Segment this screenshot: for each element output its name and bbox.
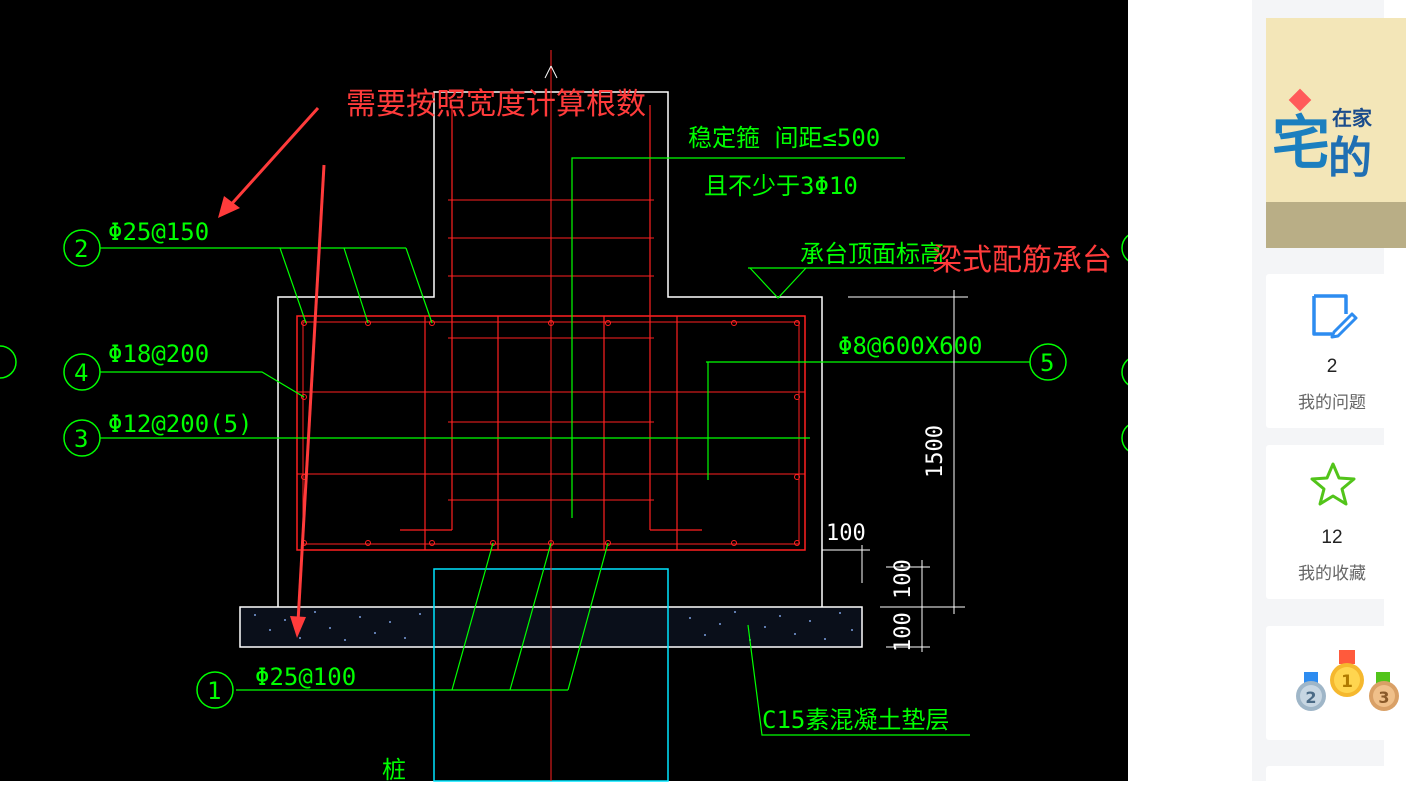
right-sidebar: 宅 在家 的 2 我的问题 12 我的收藏 2 1 [1252, 0, 1406, 796]
rebar-3-label: Φ12@200(5) [108, 410, 253, 438]
pile-label: 桩 [382, 756, 406, 784]
medal-2-label: 2 [1305, 688, 1316, 707]
banner-text-2: 在家 [1332, 106, 1372, 130]
banner-strip [1266, 202, 1406, 248]
cushion-texture [254, 611, 853, 641]
top-elevation-label: 承台顶面标高 [800, 240, 944, 268]
my-questions-card[interactable]: 2 我的问题 [1266, 274, 1406, 428]
next-card[interactable] [1266, 766, 1406, 796]
cushion-note: C15素混凝土垫层 [762, 706, 949, 734]
page-gutter [1128, 0, 1252, 781]
star-icon [1310, 462, 1356, 506]
annotation-right: 梁式配筋承台 [932, 243, 1112, 278]
circle-5-label: 5 [1040, 349, 1054, 377]
rebar-2-label: Φ25@150 [108, 218, 209, 246]
dimension-lines [822, 290, 968, 652]
my-questions-label: 我的问题 [1298, 393, 1366, 412]
my-favorites-label: 我的收藏 [1298, 564, 1366, 583]
my-favorites-count: 12 [1321, 527, 1343, 548]
medals-card[interactable]: 2 1 3 [1266, 626, 1406, 740]
my-favorites-card[interactable]: 12 我的收藏 [1266, 445, 1406, 599]
circle-3-label: 3 [74, 425, 88, 453]
annotation-top: 需要按照宽度计算根数 [346, 87, 646, 122]
medal-3-label: 3 [1378, 688, 1389, 707]
circle-4-label: 4 [74, 359, 88, 387]
edit-note-icon [1312, 294, 1358, 339]
rebar-5-label: Φ8@600X600 [838, 332, 983, 360]
column-rebars [400, 105, 702, 550]
circle-2-label: 2 [74, 235, 88, 263]
dim-1500-label: 1500 [923, 425, 948, 478]
dim-100-label: 100 [826, 521, 866, 546]
circle-1-label: 1 [207, 677, 221, 705]
my-questions-count: 2 [1326, 356, 1338, 377]
reference-circles [63, 229, 1067, 709]
medal-ranking-icon: 2 1 3 [1296, 650, 1399, 711]
leader-lines [100, 157, 1030, 736]
cad-drawing-viewport: 2 4 3 1 5 Φ25@150 Φ18@200 Φ12@200(5) Φ25… [0, 0, 1155, 784]
promo-banner[interactable]: 宅 在家 的 [1266, 18, 1406, 248]
banner-char-1: 宅 [1272, 109, 1331, 177]
stirrup-note-1: 稳定箍 间距≤500 [688, 124, 880, 152]
annotation-arrows [218, 106, 326, 638]
cap-outline [277, 91, 823, 607]
stirrup-note-2: 且不少于3Φ10 [704, 172, 858, 200]
rebar-4-label: Φ18@200 [108, 340, 209, 368]
banner-char-3: 的 [1328, 133, 1372, 184]
cad-drawing: 2 4 3 1 5 Φ25@150 Φ18@200 Φ12@200(5) Φ25… [0, 50, 1155, 784]
rebar-1-label: Φ25@100 [255, 663, 356, 691]
dim-100-100-label: 100 100 [891, 559, 916, 652]
medal-1-label: 1 [1341, 672, 1353, 692]
